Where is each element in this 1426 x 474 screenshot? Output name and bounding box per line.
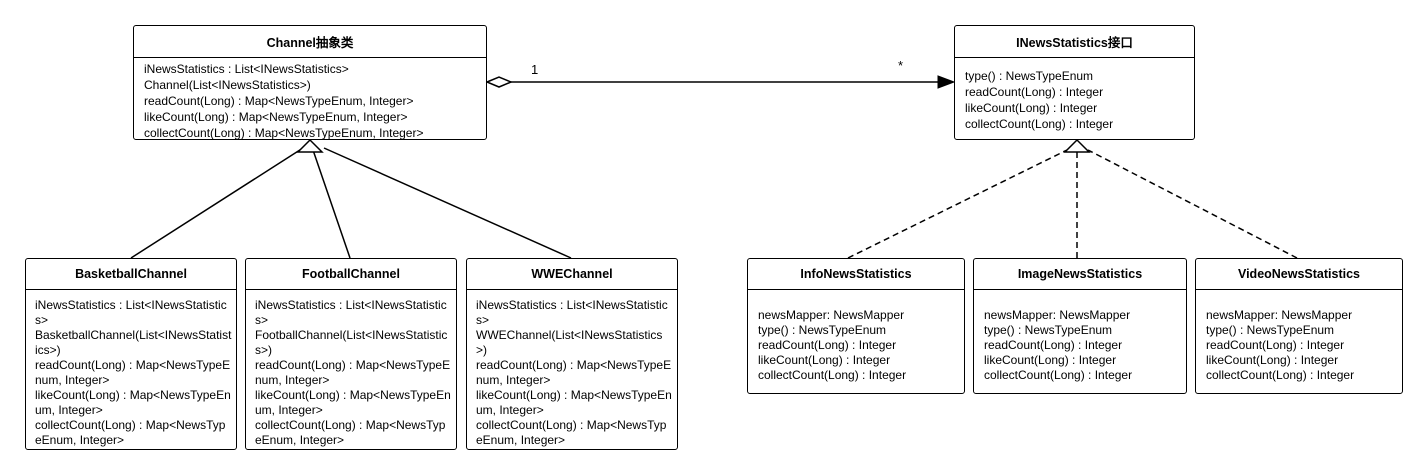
class-title: FootballChannel <box>246 259 456 290</box>
class-channel[interactable]: Channel抽象类 iNewsStatistics : List<INewsS… <box>133 25 487 140</box>
generalization-basketball <box>130 147 304 259</box>
realization-info <box>847 149 1068 259</box>
class-member: iNewsStatistics : List<INewsStatistics> <box>476 298 668 327</box>
class-member: readCount(Long) : Map<NewsTypeEnum, Inte… <box>476 358 672 387</box>
class-member: likeCount(Long) : Map<NewsTypeEnum, Inte… <box>255 388 451 417</box>
class-member: likeCount(Long) : Integer <box>965 101 1098 115</box>
generalization-arrowhead <box>296 138 324 153</box>
realization-arrowhead <box>1063 138 1091 153</box>
class-title: InfoNewsStatistics <box>748 259 964 290</box>
class-imagenewsstatistics[interactable]: ImageNewsStatistics newsMapper: NewsMapp… <box>973 258 1187 394</box>
navigation-arrowhead <box>937 75 956 89</box>
generalization-football <box>312 149 351 259</box>
class-title: ImageNewsStatistics <box>974 259 1186 290</box>
class-member: type() : NewsTypeEnum <box>1206 323 1335 337</box>
class-title: WWEChannel <box>467 259 677 290</box>
class-member: likeCount(Long) : Map<NewsTypeEnum, Inte… <box>35 388 231 417</box>
class-member: type() : NewsTypeEnum <box>758 323 887 337</box>
class-member: iNewsStatistics : List<INewsStatistics> <box>255 298 447 327</box>
class-member: collectCount(Long) : Integer <box>1206 368 1355 382</box>
class-member: collectCount(Long) : Map<NewsTypeEnum, I… <box>255 418 446 447</box>
class-title: VideoNewsStatistics <box>1196 259 1402 290</box>
class-member: readCount(Long) : Map<NewsTypeEnum, Inte… <box>255 358 451 387</box>
class-member: readCount(Long) : Map<NewsTypeEnum, Inte… <box>144 94 414 108</box>
class-member: newsMapper: NewsMapper <box>984 308 1131 322</box>
class-member: newsMapper: NewsMapper <box>758 308 905 322</box>
class-member: WWEChannel(List<INewsStatistics>) <box>476 328 663 357</box>
class-member: BasketballChannel(List<INewsStatistics>) <box>35 328 232 357</box>
class-inewsstatistics[interactable]: INewsStatistics接口 type() : NewsTypeEnum … <box>954 25 1195 140</box>
generalization-wwe <box>323 147 572 259</box>
class-member: collectCount(Long) : Integer <box>984 368 1133 382</box>
class-member: readCount(Long) : Integer <box>758 338 897 352</box>
class-member: readCount(Long) : Map<NewsTypeEnum, Inte… <box>35 358 231 387</box>
class-infonewsstatistics[interactable]: InfoNewsStatistics newsMapper: NewsMappe… <box>747 258 965 394</box>
class-wwechannel[interactable]: WWEChannel iNewsStatistics : List<INewsS… <box>466 258 678 450</box>
class-member: likeCount(Long) : Map<NewsTypeEnum, Inte… <box>144 110 408 124</box>
class-title: Channel抽象类 <box>134 26 486 58</box>
target-multiplicity: * <box>898 58 904 73</box>
aggregation-diamond <box>485 76 513 88</box>
class-member: collectCount(Long) : Integer <box>965 117 1114 131</box>
class-member: Channel(List<INewsStatistics>) <box>144 78 311 92</box>
realization-video <box>1087 149 1298 259</box>
class-basketballchannel[interactable]: BasketballChannel iNewsStatistics : List… <box>25 258 237 450</box>
class-member: newsMapper: NewsMapper <box>1206 308 1353 322</box>
class-member: type() : NewsTypeEnum <box>984 323 1113 337</box>
class-member: likeCount(Long) : Integer <box>984 353 1117 367</box>
class-footballchannel[interactable]: FootballChannel iNewsStatistics : List<I… <box>245 258 457 450</box>
class-member: readCount(Long) : Integer <box>984 338 1123 352</box>
class-member: collectCount(Long) : Integer <box>758 368 907 382</box>
class-member: type() : NewsTypeEnum <box>965 69 1094 83</box>
source-multiplicity: 1 <box>531 62 539 77</box>
class-member: collectCount(Long) : Map<NewsTypeEnum, I… <box>476 418 667 447</box>
class-member: likeCount(Long) : Integer <box>758 353 891 367</box>
class-member: readCount(Long) : Integer <box>1206 338 1345 352</box>
class-member: iNewsStatistics : List<INewsStatistics> <box>144 62 349 76</box>
class-member: likeCount(Long) : Integer <box>1206 353 1339 367</box>
class-title: BasketballChannel <box>26 259 236 290</box>
class-member: likeCount(Long) : Map<NewsTypeEnum, Inte… <box>476 388 672 417</box>
class-title: INewsStatistics接口 <box>955 26 1194 58</box>
class-member: FootballChannel(List<INewsStatistics>) <box>255 328 448 357</box>
class-member: iNewsStatistics : List<INewsStatistics> <box>35 298 227 327</box>
class-member: collectCount(Long) : Map<NewsTypeEnum, I… <box>144 126 424 140</box>
class-member: readCount(Long) : Integer <box>965 85 1104 99</box>
class-videonewsstatistics[interactable]: VideoNewsStatistics newsMapper: NewsMapp… <box>1195 258 1403 394</box>
class-member: collectCount(Long) : Map<NewsTypeEnum, I… <box>35 418 226 447</box>
